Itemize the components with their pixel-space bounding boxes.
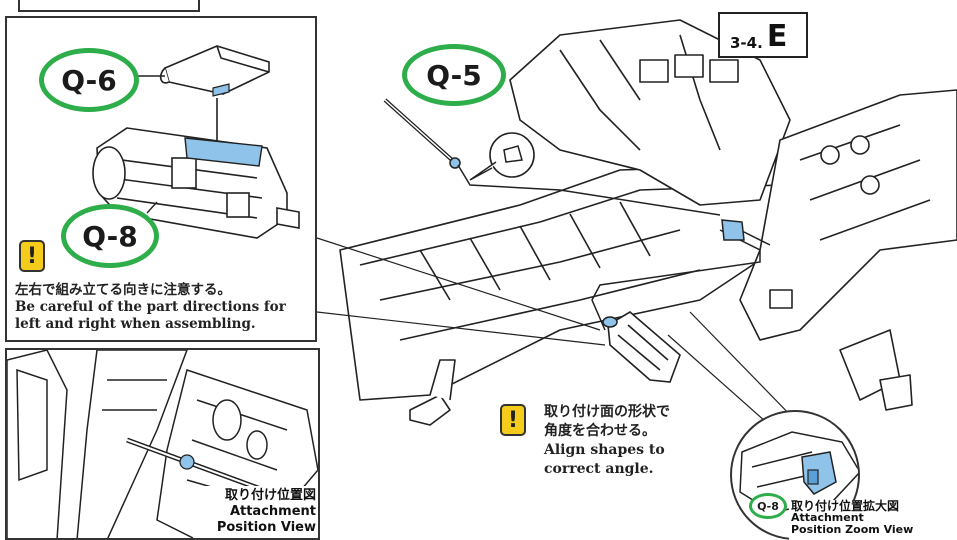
angle-note-ja-2: 角度を合わせる。 <box>544 423 656 439</box>
position-caption-en-1: Attachment <box>229 504 316 519</box>
angle-note-ja-1: 取り付け面の形状で <box>544 404 670 420</box>
warning-icon: ! <box>19 240 45 272</box>
zoom-view-drawing <box>739 431 858 513</box>
zoom-caption-ja: 取り付け位置拡大図 <box>791 499 900 513</box>
zoom-caption-en-2: Position Zoom View <box>791 523 914 536</box>
position-caption-en-2: Position View <box>216 520 316 535</box>
angle-note: 取り付け面の形状で 角度を合わせる。 Align shapes to corre… <box>544 403 670 479</box>
direction-note-en-2: left and right when assembling. <box>15 316 256 332</box>
position-caption-ja: 取り付け位置図 <box>224 488 316 503</box>
warning-symbol: ! <box>26 243 38 269</box>
part-label-q5-text: Q-5 <box>426 58 482 92</box>
part-label-q8: Q-8 <box>61 204 159 268</box>
header-box <box>18 0 200 12</box>
position-view-panel: 取り付け位置図 Attachment Position View <box>5 348 320 540</box>
sub-assembly-panel: Q-6 Q-8 ! 左右で組み立てる向きに注意する。 Be careful of… <box>5 16 317 342</box>
part-label-q8-zoom-text: Q-8 <box>757 499 779 513</box>
angle-note-en-1: Align shapes to <box>544 442 665 458</box>
step-letter: E <box>766 19 788 54</box>
part-label-q6: Q-6 <box>39 48 139 112</box>
part-label-q6-text: Q-6 <box>61 63 117 97</box>
direction-note-ja: 左右で組み立てる向きに注意する。 <box>15 282 231 298</box>
part-label-q5: Q-5 <box>402 44 506 106</box>
warning-icon: ! <box>500 404 526 436</box>
zoom-view-caption: 取り付け位置拡大図 Attachment Position Zoom View <box>789 500 957 540</box>
angle-note-en-2: correct angle. <box>544 461 654 477</box>
shape-bubble-icon <box>469 132 535 181</box>
zoom-caption-en-1: Attachment <box>791 511 864 524</box>
direction-note-en-1: Be careful of the part directions for <box>15 299 286 315</box>
sub-assembly-drawing <box>92 45 300 239</box>
direction-note: 左右で組み立てる向きに注意する。 Be careful of the part … <box>15 282 286 333</box>
part-label-q8-zoom: Q-8 <box>749 493 787 519</box>
position-view-caption: 取り付け位置図 Attachment Position View <box>193 486 318 538</box>
step-label: 3-4. E <box>718 12 808 58</box>
warning-symbol: ! <box>507 407 519 433</box>
part-label-q8-text: Q-8 <box>82 219 138 253</box>
step-number: 3-4. <box>730 34 763 52</box>
